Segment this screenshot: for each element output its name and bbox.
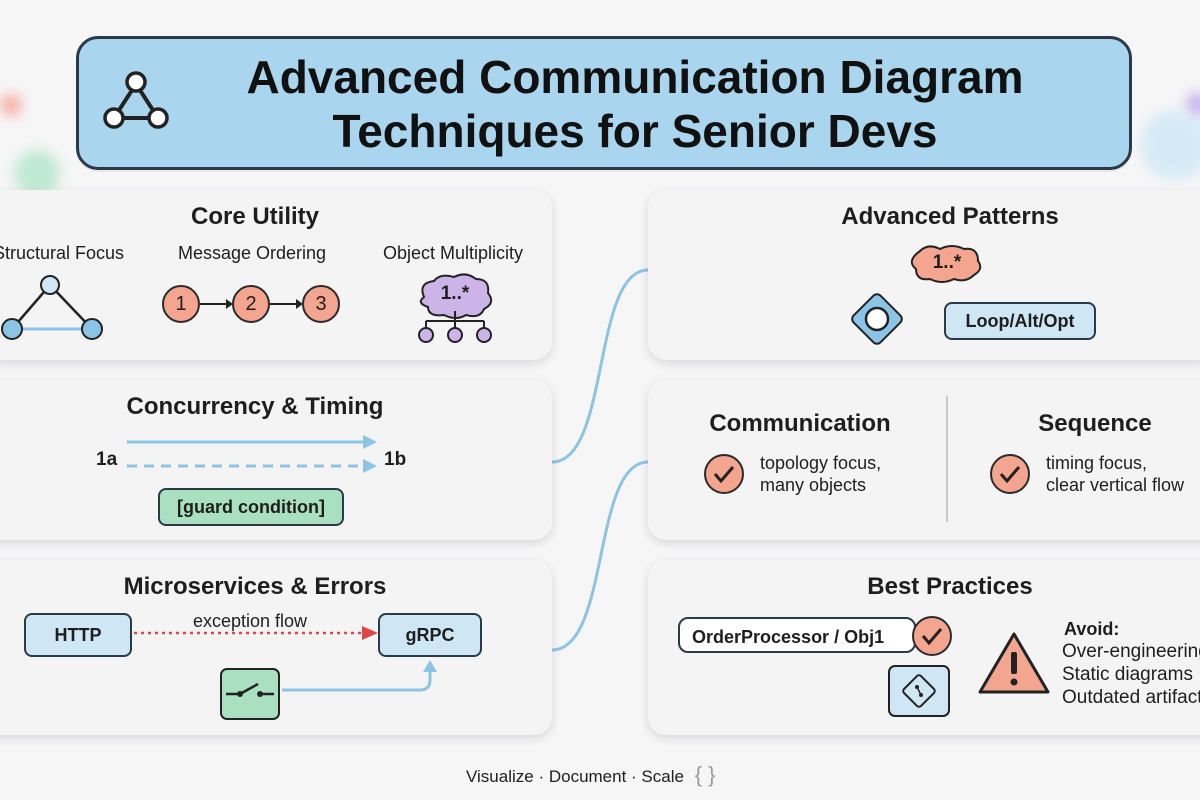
structural-focus-label: Structural Focus xyxy=(0,243,124,263)
loop-alt-opt-box: Loop/Alt/Opt xyxy=(944,302,1096,340)
multiplicity-cloud-icon xyxy=(418,273,493,343)
background-blob-red xyxy=(0,94,22,116)
avoid-item-3: Outdated artifacts xyxy=(1062,687,1200,708)
order-processor-check-icon xyxy=(912,616,952,656)
multiplicity-label: 1..* xyxy=(440,283,470,304)
communication-check-icon xyxy=(704,454,744,494)
http-box: HTTP xyxy=(24,613,132,657)
message-ordering-label: Message Ordering xyxy=(177,243,327,263)
warning-triangle-icon xyxy=(978,632,1050,694)
avoid-item-1: Over-engineering xyxy=(1062,641,1200,662)
step-1-circle: 1 xyxy=(162,285,200,323)
structural-triangle-icon xyxy=(1,275,103,340)
step-3-circle: 3 xyxy=(302,285,340,323)
circuit-breaker-switch-icon xyxy=(220,668,280,720)
sequence-line-1: timing focus, xyxy=(1046,453,1148,473)
diamond-decision-icon xyxy=(851,293,903,345)
comparison-divider xyxy=(946,396,948,522)
concurrency-arrows xyxy=(127,435,377,473)
background-blob-purple xyxy=(1186,92,1200,118)
title-banner xyxy=(76,36,1132,170)
advanced-multiplicity-label: 1..* xyxy=(932,252,962,273)
sequence-title: Sequence xyxy=(1038,410,1152,437)
title-line-2: Techniques for Senior Devs xyxy=(332,105,938,157)
guard-condition-pill: [guard condition] xyxy=(158,488,344,526)
advanced-patterns-title: Advanced Patterns xyxy=(841,203,1059,230)
core-utility-title: Core Utility xyxy=(190,203,319,230)
network-triangle-icon xyxy=(103,71,169,129)
grpc-box: gRPC xyxy=(378,613,482,657)
concurrency-title: Concurrency & Timing xyxy=(126,393,384,420)
communication-line-2: many objects xyxy=(760,475,867,495)
step-2-circle: 2 xyxy=(232,285,270,323)
title-line-1: Advanced Communication Diagram xyxy=(246,51,1024,103)
communication-title: Communication xyxy=(709,410,891,437)
object-multiplicity-label: Object Multiplicity xyxy=(382,243,524,263)
best-practices-title: Best Practices xyxy=(867,573,1033,600)
page-title: Advanced Communication Diagram Technique… xyxy=(180,50,1090,158)
step-arrows xyxy=(200,299,303,309)
footer-tagline: Visualize · Document · Scale xyxy=(466,767,684,786)
switch-to-grpc-arrow xyxy=(282,660,437,692)
background-blob-blue xyxy=(1140,110,1200,180)
multiplicity-badge-icon xyxy=(910,245,982,283)
microservices-title: Microservices & Errors xyxy=(123,573,387,600)
background-blob-green xyxy=(14,150,60,196)
footer-text: Visualize · Document · Scale { } xyxy=(466,762,716,788)
avoid-item-2: Static diagrams xyxy=(1062,664,1193,685)
comparison-card xyxy=(648,380,1200,540)
exception-flow-label: exception flow xyxy=(192,611,308,631)
connector-top xyxy=(551,268,649,464)
label-1b: 1b xyxy=(384,449,407,470)
order-processor-box: OrderProcessor / Obj1 xyxy=(678,617,916,653)
label-1a: 1a xyxy=(96,449,118,470)
avoid-title: Avoid: xyxy=(1064,619,1120,639)
communication-line-1: topology focus, xyxy=(760,453,882,473)
git-merge-icon xyxy=(888,665,950,717)
sequence-line-2: clear vertical flow xyxy=(1046,475,1185,495)
braces-icon: { } xyxy=(694,762,716,787)
connector-bottom xyxy=(551,460,649,652)
sequence-check-icon xyxy=(990,454,1030,494)
exception-flow-arrow xyxy=(134,626,378,640)
